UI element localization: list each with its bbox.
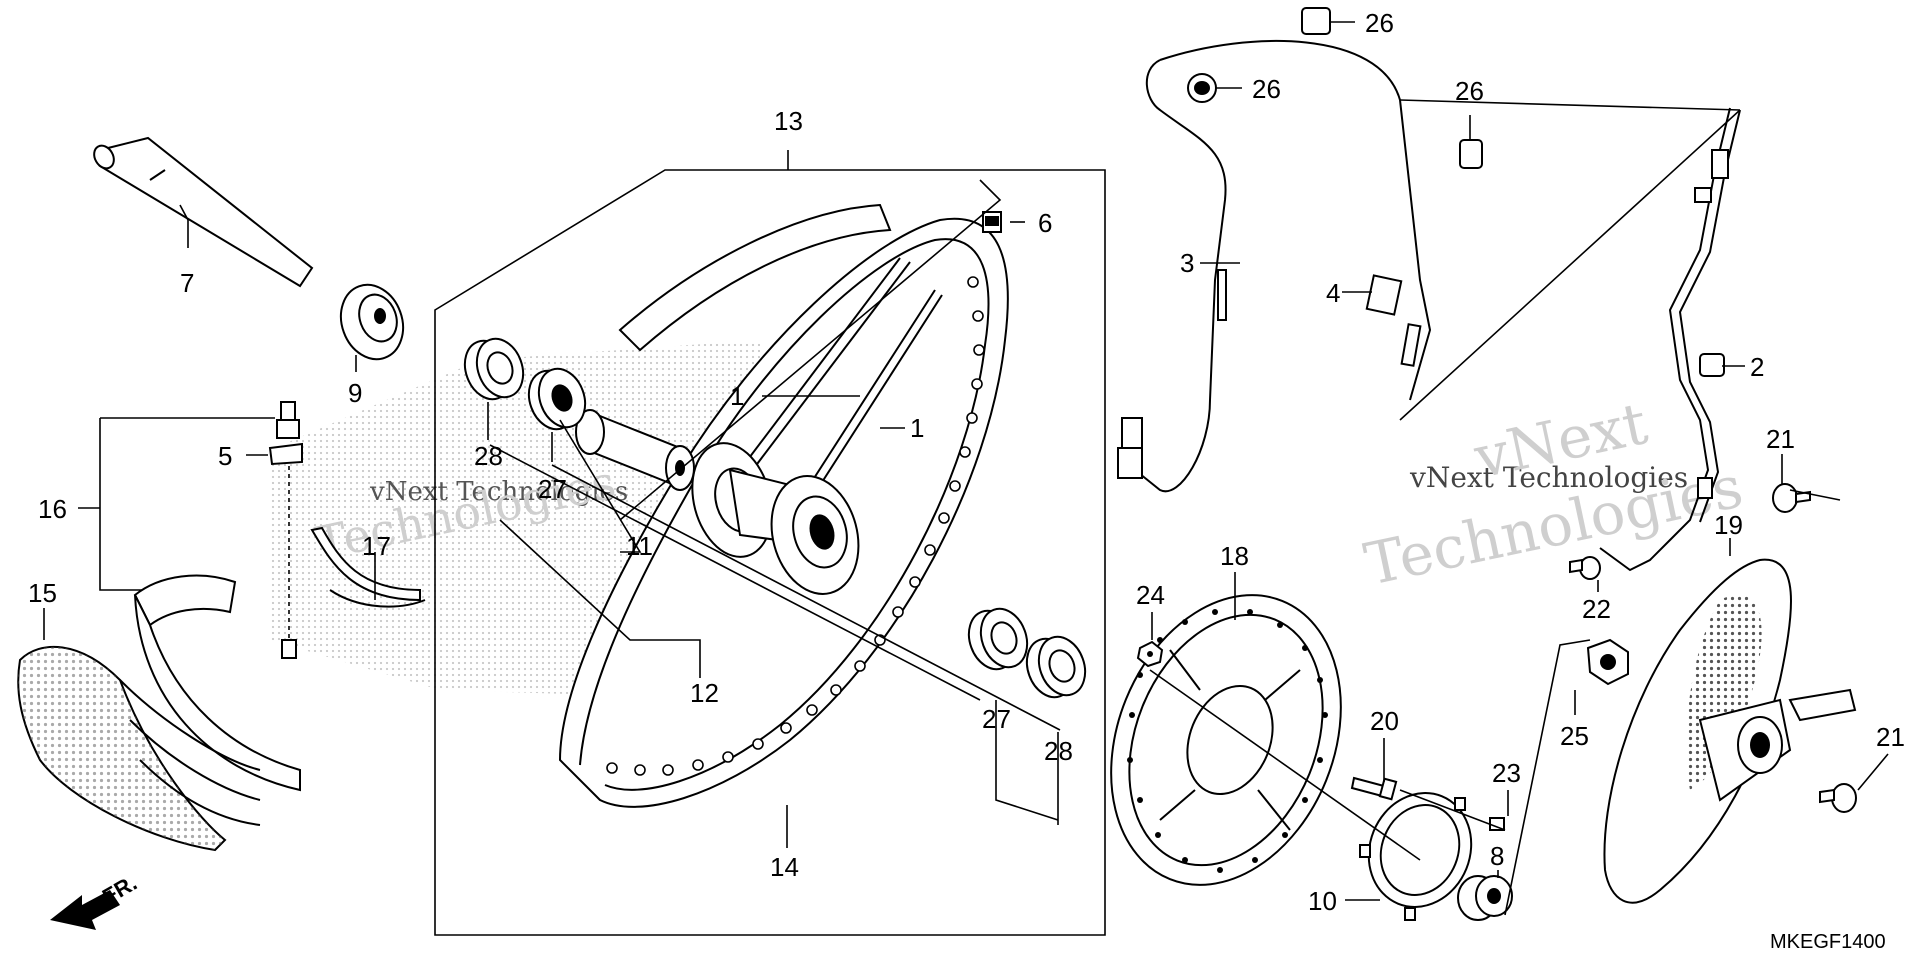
valve-part	[268, 401, 303, 659]
pulser-ring-part	[1359, 792, 1473, 921]
callout-12: 12	[690, 678, 719, 708]
bolt-21-bottom	[1819, 783, 1857, 813]
callout-7: 7	[180, 268, 194, 298]
leader-lines	[43, 21, 1889, 916]
callout-2: 2	[1750, 352, 1764, 382]
callout-20: 20	[1370, 706, 1399, 736]
side-collar-part	[1457, 875, 1513, 921]
tire-part	[17, 645, 261, 852]
bolt-21-top	[1772, 483, 1811, 513]
diagram-code: MKEGF1400	[1770, 931, 1886, 953]
callout-22: 22	[1582, 594, 1611, 624]
arrow-left-icon	[50, 890, 120, 930]
callout-27a: 27	[538, 474, 567, 504]
bearing-right-28	[1025, 635, 1087, 699]
callout-4: 4	[1326, 278, 1340, 308]
wheel-assembly-box	[434, 169, 1106, 936]
callout-21a: 21	[1766, 424, 1795, 454]
callout-10: 10	[1308, 886, 1337, 916]
clip-2	[1699, 353, 1725, 377]
distance-collar-part	[575, 409, 695, 491]
callout-18: 18	[1220, 541, 1249, 571]
callout-15: 15	[28, 578, 57, 608]
bearing-right-27	[967, 607, 1029, 671]
callout-26b: 26	[1252, 74, 1281, 104]
callout-26c: 26	[1455, 76, 1484, 106]
callout-28a: 28	[474, 441, 503, 471]
watermark-text-right: vNext Technologies	[1409, 461, 1688, 494]
brake-disc-part	[1110, 594, 1342, 886]
callout-25: 25	[1560, 721, 1589, 751]
callout-23: 23	[1492, 758, 1521, 788]
nut-25	[1586, 638, 1629, 686]
clamp-part	[1365, 274, 1403, 316]
callout-24: 24	[1136, 580, 1165, 610]
callout-3: 3	[1180, 248, 1194, 278]
hub-part	[691, 442, 860, 595]
callout-8: 8	[1490, 841, 1504, 871]
grommet-26-mid	[1187, 73, 1217, 103]
callout-26a: 26	[1365, 8, 1394, 38]
callout-9: 9	[348, 378, 362, 408]
bearing-left-27	[527, 367, 587, 431]
callout-17: 17	[362, 531, 391, 561]
callout-14: 14	[770, 852, 799, 882]
callout-13: 13	[774, 106, 803, 136]
speed-sensor-cable-part	[1117, 39, 1432, 493]
nut-24	[1136, 640, 1164, 668]
callout-16: 16	[38, 494, 67, 524]
axle-part	[93, 136, 314, 288]
inner-tube-part	[133, 574, 301, 792]
grommet-26-right	[1459, 139, 1483, 169]
spoke-nipple-part	[982, 211, 1002, 233]
callout-5: 5	[218, 441, 232, 471]
callout-19: 19	[1714, 510, 1743, 540]
grommet-26-top	[1301, 7, 1331, 35]
disc-bolt-20	[1350, 776, 1398, 801]
callout-labels: 13 7 9 5 16 17 15 1 1 28 27 11 12 14 27 …	[28, 8, 1905, 916]
front-direction-arrow: FR.	[50, 870, 141, 930]
disc-cover-part	[1603, 558, 1857, 904]
callout-1b: 1	[910, 413, 924, 443]
callout-1a: 1	[730, 381, 744, 411]
bearing-left-28	[463, 337, 525, 401]
brake-hose-part	[1599, 107, 1741, 572]
callout-11: 11	[626, 531, 653, 561]
bolt-22	[1569, 556, 1601, 580]
callout-21b: 21	[1876, 722, 1905, 752]
rim-band-part	[310, 526, 426, 608]
callout-6: 6	[1038, 208, 1052, 238]
callout-27b: 27	[982, 704, 1011, 734]
axle-collar-part	[339, 283, 405, 361]
callout-28b: 28	[1044, 736, 1073, 766]
